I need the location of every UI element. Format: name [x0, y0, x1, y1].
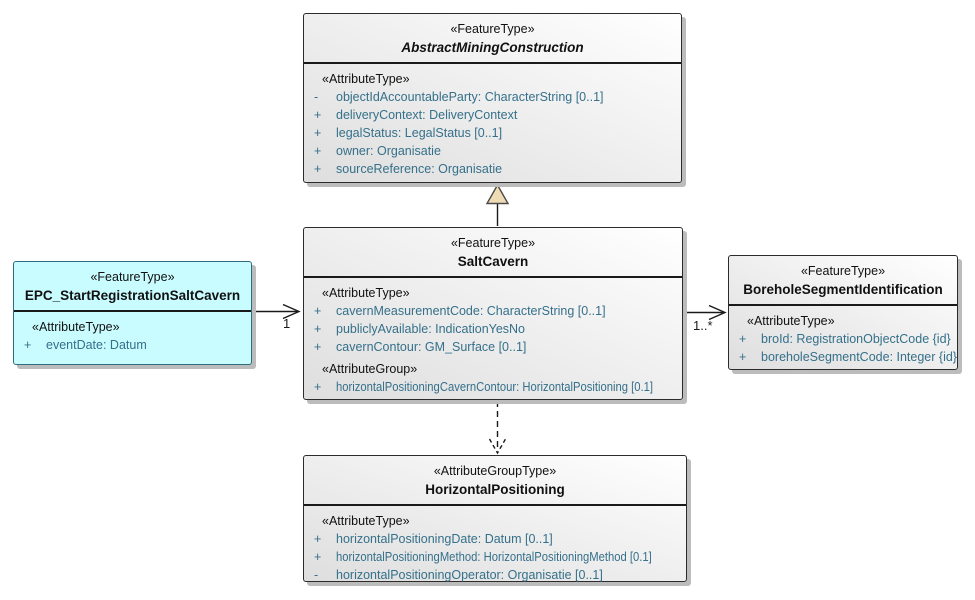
attribute-text: broId: RegistrationObjectCode {id} — [761, 332, 951, 346]
visibility-marker: + — [314, 304, 322, 318]
visibility-marker: + — [314, 162, 322, 176]
attribute-text: objectIdAccountableParty: CharacterStrin… — [336, 90, 604, 104]
dependency-arrowhead-icon — [488, 438, 507, 455]
attribute-row: + cavernMeasurementCode: CharacterString… — [312, 302, 678, 320]
class-attributes: «AttributeType» + broId: RegistrationObj… — [729, 306, 957, 366]
class-header: «FeatureType» AbstractMiningConstruction — [304, 14, 681, 64]
visibility-marker: + — [24, 338, 32, 352]
visibility-marker: - — [314, 568, 319, 582]
class-box-horizontal-positioning[interactable]: «AttributeGroupType» HorizontalPositioni… — [303, 455, 687, 582]
visibility-marker: + — [314, 126, 322, 140]
attribute-text: horizontalPositioningCavernContour: Hori… — [336, 380, 654, 394]
visibility-marker: + — [314, 108, 322, 122]
attribute-row: + cavernContour: GM_Surface [0..1] — [312, 338, 678, 356]
class-header: «FeatureType» EPC_StartRegistrationSaltC… — [14, 262, 251, 312]
attribute-text: owner: Organisatie — [336, 144, 441, 158]
visibility-marker: + — [314, 144, 322, 158]
multiplicity-label-right: 1..* — [693, 318, 713, 333]
attribute-text: sourceReference: Organisatie — [336, 162, 503, 176]
attribute-row: - objectIdAccountableParty: CharacterStr… — [312, 88, 677, 106]
class-attributes: «AttributeType» + horizontalPositioningD… — [304, 506, 686, 584]
attribute-text: horizontalPositioningMethod: HorizontalP… — [336, 550, 652, 564]
attribute-row: + publiclyAvailable: IndicationYesNo — [312, 320, 678, 338]
stereotype-label: «FeatureType» — [450, 22, 535, 36]
class-header: «FeatureType» BoreholeSegmentIdentificat… — [729, 256, 957, 306]
visibility-marker: + — [739, 332, 747, 346]
attribute-row: + legalStatus: LegalStatus [0..1] — [312, 124, 677, 142]
attribute-type-header: «AttributeType» — [322, 72, 410, 86]
attribute-row: - horizontalPositioningOperator: Organis… — [312, 566, 682, 584]
class-box-salt-cavern[interactable]: «FeatureType» SaltCavern «AttributeType»… — [303, 227, 683, 400]
left-association-connector — [252, 303, 301, 320]
class-header: «FeatureType» SaltCavern — [304, 228, 682, 278]
visibility-marker: - — [314, 90, 319, 104]
multiplicity-label-left: 1 — [283, 316, 291, 331]
attribute-text: horizontalPositioningOperator: Organisat… — [336, 568, 603, 582]
attribute-text: legalStatus: LegalStatus [0..1] — [336, 126, 503, 140]
attribute-group-header: «AttributeGroup» — [322, 362, 418, 376]
class-name: SaltCavern — [457, 254, 529, 269]
attribute-row: + horizontalPositioningMethod: Horizonta… — [312, 548, 682, 566]
attribute-type-header: «AttributeType» — [322, 286, 410, 300]
attribute-row: + owner: Organisatie — [312, 142, 677, 160]
attribute-text: publiclyAvailable: IndicationYesNo — [336, 322, 526, 336]
stereotype-label: «FeatureType» — [800, 264, 886, 278]
visibility-marker: + — [314, 380, 322, 394]
attribute-type-header: «AttributeType» — [322, 514, 410, 528]
class-name: AbstractMiningConstruction — [401, 40, 584, 55]
attribute-row: + eventDate: Datum — [22, 336, 247, 354]
class-attributes: «AttributeType» + cavernMeasurementCode:… — [304, 278, 682, 396]
attribute-row: + sourceReference: Organisatie — [312, 160, 677, 178]
generalization-triangle-icon — [485, 183, 510, 205]
attribute-row: + deliveryContext: DeliveryContext — [312, 106, 677, 124]
stereotype-label: «AttributeGroupType» — [433, 464, 557, 478]
attribute-text: deliveryContext: DeliveryContext — [336, 108, 518, 122]
class-attributes: «AttributeType» + eventDate: Datum — [14, 312, 251, 354]
class-name: HorizontalPositioning — [425, 482, 565, 497]
visibility-marker: + — [314, 532, 322, 546]
visibility-marker: + — [314, 322, 322, 336]
attribute-text: eventDate: Datum — [46, 338, 147, 352]
stereotype-label: «FeatureType» — [90, 270, 175, 284]
attribute-text: cavernContour: GM_Surface [0..1] — [336, 340, 527, 354]
stereotype-label: «FeatureType» — [450, 236, 536, 250]
attribute-text: horizontalPositioningDate: Datum [0..1] — [336, 532, 553, 546]
class-box-epc-start-registration-salt-cavern[interactable]: «FeatureType» EPC_StartRegistrationSaltC… — [13, 261, 252, 365]
class-box-borehole-segment-identification[interactable]: «FeatureType» BoreholeSegmentIdentificat… — [728, 255, 958, 370]
generalization-connector — [485, 183, 510, 226]
attribute-text: boreholeSegmentCode: Integer {id} — [761, 350, 957, 364]
attribute-type-header: «AttributeType» — [32, 320, 120, 334]
visibility-marker: + — [739, 350, 747, 364]
attribute-text: cavernMeasurementCode: CharacterString [… — [336, 304, 606, 318]
class-box-abstract-mining-construction[interactable]: «FeatureType» AbstractMiningConstruction… — [303, 13, 682, 183]
class-name: BoreholeSegmentIdentification — [743, 282, 943, 297]
class-attributes: «AttributeType» - objectIdAccountablePar… — [304, 64, 681, 178]
attribute-row: + horizontalPositioningCavernContour: Ho… — [312, 378, 678, 396]
attribute-row: + horizontalPositioningDate: Datum [0..1… — [312, 530, 682, 548]
attribute-type-header: «AttributeType» — [747, 314, 835, 328]
dependency-connector — [488, 401, 507, 455]
visibility-marker: + — [314, 550, 322, 564]
attribute-row: + broId: RegistrationObjectCode {id} — [737, 330, 953, 348]
visibility-marker: + — [314, 340, 322, 354]
class-name: EPC_StartRegistrationSaltCavern — [24, 288, 241, 303]
class-header: «AttributeGroupType» HorizontalPositioni… — [304, 456, 686, 506]
attribute-row: + boreholeSegmentCode: Integer {id} — [737, 348, 957, 366]
